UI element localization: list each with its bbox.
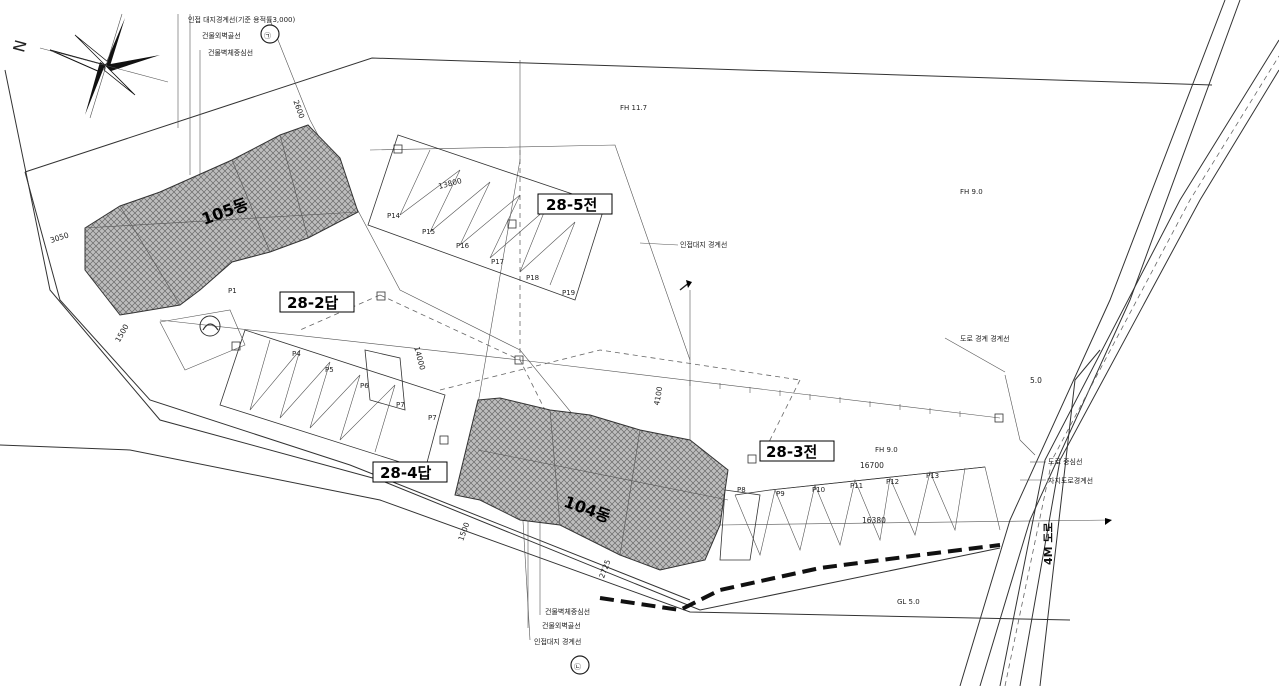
section-marker-bottom-label: ㉡ — [574, 663, 581, 671]
building-104 — [454, 397, 729, 571]
dimension-ticks — [689, 380, 961, 417]
label-own-road-boundary: 자치도로경계선 — [1048, 476, 1093, 485]
parking-p7: P7 — [396, 401, 405, 409]
marker-square — [376, 291, 386, 301]
label-adjacent-boundary-bottom: 인접대지 경계선 — [534, 637, 581, 646]
label-gl: GL 5.0 — [897, 598, 920, 606]
label-adjacent-boundary-top: 인접 대지경계선(기준 용적률3,000) — [188, 15, 296, 24]
parking-p17: P17 — [491, 258, 504, 266]
north-arrow-icon — [39, 13, 169, 119]
parking-p14: P14 — [387, 212, 401, 220]
parking-p4: P4 — [292, 350, 301, 358]
road — [959, 0, 1279, 686]
label-road-center: 도로 중심선 — [1048, 457, 1082, 466]
tree-symbol-icon — [159, 309, 246, 371]
dim-3050: 3050 — [49, 230, 70, 245]
parking-p11: P11 — [850, 482, 863, 490]
north-label: N — [9, 38, 30, 54]
dim-16700: 16700 — [860, 461, 884, 470]
lot-28-5-box — [537, 193, 613, 215]
label-adjacent-boundary-mid: 인접대지 경계선 — [680, 240, 727, 249]
section-marker-top-label: ㉠ — [264, 32, 271, 40]
marker-square — [747, 454, 757, 464]
lot-28-5-label: 28-5전 — [546, 196, 597, 214]
label-outer-wall-bottom: 건물외벽골선 — [542, 621, 581, 630]
road-name-label: 4M 도로 — [1042, 522, 1055, 565]
lot-28-4-label: 28-4답 — [380, 464, 432, 482]
section-marker-bottom-icon — [570, 655, 590, 675]
dim-4100: 4100 — [652, 386, 664, 407]
dim-5-0: 5.0 — [1030, 376, 1042, 385]
marker-square — [439, 435, 449, 445]
parking-p10: P10 — [812, 486, 825, 494]
label-outer-wall-top: 건물외벽골선 — [202, 31, 241, 40]
lot-28-4-box — [372, 461, 448, 483]
label-fh-top: FH 11.7 — [620, 104, 647, 112]
parking-p16: P16 — [456, 242, 470, 250]
marker-square — [994, 413, 1004, 423]
label-center-wall-top: 건물벽체중심선 — [208, 48, 253, 57]
parking-p12: P12 — [886, 478, 899, 486]
parking-p9: P9 — [776, 490, 785, 498]
label-center-wall-bottom: 건물벽체중심선 — [545, 607, 590, 616]
parking-p8: P8 — [737, 486, 746, 494]
marker-square — [231, 341, 241, 351]
marker-square — [507, 219, 517, 229]
label-fh-right: FH 9.0 — [960, 188, 983, 196]
lot-28-3-label: 28-3전 — [766, 443, 817, 461]
parking-upper — [367, 134, 606, 301]
dim-2600: 2600 — [291, 99, 306, 120]
parking-p5: P5 — [325, 366, 334, 374]
parking-right — [719, 466, 986, 561]
section-marker-top-icon — [260, 24, 280, 44]
parking-p7b: P7 — [428, 414, 437, 422]
parking-p13: P13 — [926, 472, 939, 480]
lot-28-3-box — [759, 440, 835, 462]
parking-p15: P15 — [422, 228, 435, 236]
dim-1500-left: 1500 — [113, 322, 130, 343]
label-fh-mid: FH 9.0 — [875, 446, 898, 454]
lot-28-2-label: 28-2답 — [287, 294, 339, 312]
marker-square — [393, 144, 403, 154]
building-105 — [84, 124, 359, 316]
parking-left — [219, 329, 446, 471]
label-road-boundary: 도로 경계 경계선 — [960, 334, 1010, 343]
boundary-dashed-line — [599, 543, 1001, 613]
parking-p18: P18 — [526, 274, 539, 282]
parking-p1: P1 — [228, 287, 237, 295]
parking-p19: P19 — [562, 289, 575, 297]
dim-1500-bottom: 1500 — [456, 521, 471, 542]
dim-16380: 16380 — [862, 516, 886, 525]
lot-28-2-box — [279, 291, 355, 313]
dim-13800: 13800 — [437, 176, 463, 191]
parking-p6: P6 — [360, 382, 369, 390]
marker-square — [514, 355, 524, 365]
